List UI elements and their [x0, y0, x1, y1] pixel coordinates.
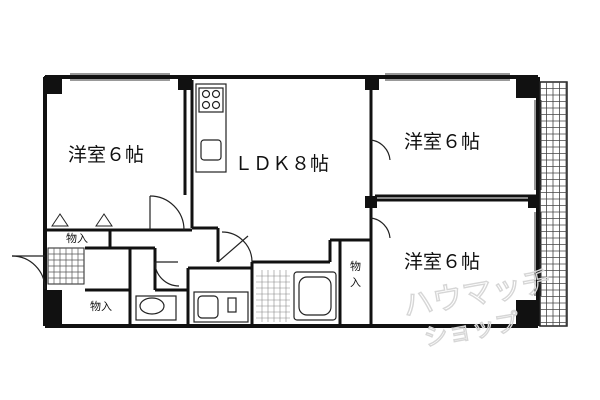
interior-walls — [45, 77, 538, 326]
storage-marks — [51, 213, 113, 227]
balcony — [539, 81, 568, 327]
doors — [11, 139, 391, 290]
storage-label-3-char: 入 — [350, 276, 361, 289]
storage-label-2: 物入 — [90, 299, 112, 313]
storage-label-1: 物入 — [66, 231, 88, 245]
wall-columns — [44, 76, 538, 326]
room-label-western-1: 洋室６帖 — [68, 144, 144, 166]
room-label-western-3: 洋室６帖 — [404, 251, 480, 273]
room-label-ldk: ＬＤＫ８帖 — [234, 153, 329, 175]
room-label-western-2: 洋室６帖 — [404, 131, 480, 153]
storage-label-3-char: 物 — [350, 259, 361, 273]
storage-label-3: 物入 — [350, 259, 361, 289]
kitchen-counter — [195, 83, 227, 173]
windows — [70, 73, 542, 296]
bathroom-fixtures — [135, 270, 337, 323]
entrance-tiles — [47, 247, 85, 285]
